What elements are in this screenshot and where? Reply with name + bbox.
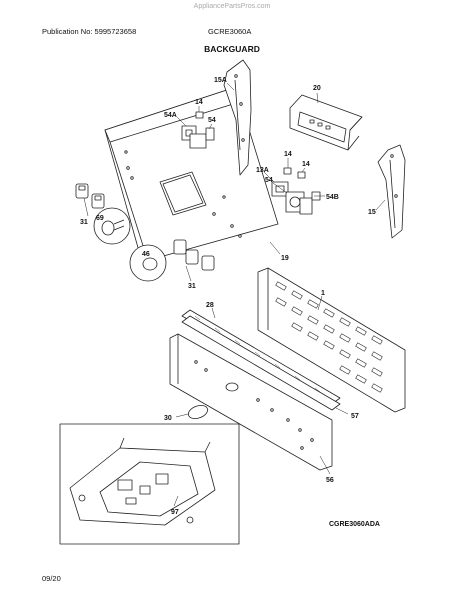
backguard-panel: [104, 86, 279, 263]
callout-19: 19: [281, 255, 289, 262]
rear-panel: [257, 267, 406, 413]
callout-15: 15: [368, 209, 376, 216]
knob-group-lower: [173, 239, 215, 271]
callout-1: 1: [321, 290, 325, 297]
clip-14a: [195, 111, 204, 119]
callout-31-lower: 31: [188, 283, 196, 290]
end-bracket-right: [377, 144, 406, 239]
diagram-code: CGRE3060ADA: [329, 521, 380, 528]
callout-54a: 54A: [164, 112, 177, 119]
revision-date: 09/20: [42, 574, 61, 583]
detail-box-97: [59, 423, 240, 545]
callout-15a: 15A: [214, 77, 227, 84]
clock-control-board: [289, 94, 363, 151]
callout-28: 28: [206, 302, 214, 309]
callout-54b: 54B: [326, 194, 339, 201]
callout-97: 97: [171, 509, 179, 516]
section-title: BACKGUARD: [204, 44, 260, 54]
watermark: AppliancePartsPros.com: [193, 3, 271, 10]
switch-13a: [271, 181, 289, 197]
callout-14-top: 14: [195, 99, 203, 106]
end-bracket-left: [223, 59, 252, 176]
callout-57: 57: [351, 413, 359, 420]
knob-group-left: [75, 183, 105, 209]
model-number: GCRE3060A: [208, 27, 252, 36]
clip-14-right: [283, 167, 306, 179]
callout-56: 56: [326, 477, 334, 484]
publication-number: Publication No: 5995723658: [42, 27, 137, 36]
callout-69: 69: [96, 215, 104, 222]
callout-14-mid: 14: [284, 151, 292, 158]
callout-14-right: 14: [302, 161, 310, 168]
callout-54: 54: [208, 117, 216, 124]
detail-circle-69: [93, 207, 131, 245]
detail-circle-46: [129, 244, 167, 282]
insulation-strip: [181, 309, 341, 411]
leader-lines: [83, 82, 386, 507]
callout-13a: 13A: [256, 167, 269, 174]
switch-54-right: [285, 191, 305, 213]
callout-30: 30: [164, 415, 172, 422]
callout-20: 20: [313, 85, 321, 92]
callout-54-right: 54: [265, 177, 273, 184]
callout-31-left: 31: [80, 219, 88, 226]
switch-54: [189, 127, 215, 149]
lower-shield-panel: [169, 333, 333, 471]
cover-30: [187, 405, 209, 419]
callout-46: 46: [142, 251, 150, 258]
